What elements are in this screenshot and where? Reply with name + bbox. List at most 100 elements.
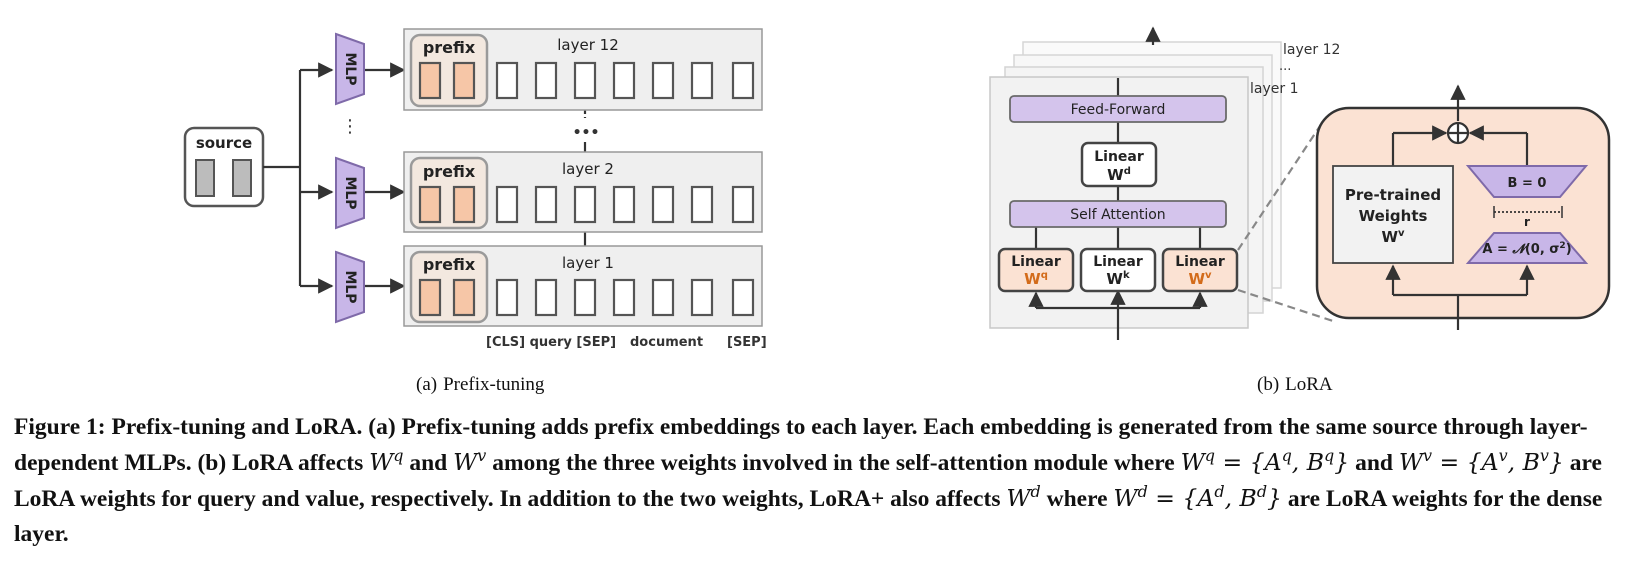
mlp-label: MLP <box>342 176 358 209</box>
svg-text:A = 𝓝(0, σ2): A = 𝓝(0, σ2) <box>1482 241 1571 257</box>
caption-text: and <box>1349 450 1399 476</box>
caption-math: Wd = {Ad, Bd} <box>1113 482 1282 512</box>
pretrained-label-1: Pre-trained <box>1345 186 1441 204</box>
caption-math: Wq <box>369 446 404 476</box>
layer-label: layer 12 <box>557 36 619 54</box>
b-matrix-block: B = 0 <box>1465 165 1589 198</box>
linear-wq-block: Linear Wq <box>997 247 1075 293</box>
layer-dots: ••• <box>573 125 600 141</box>
caption-text: where <box>1040 486 1114 512</box>
feed-forward-block: Feed-Forward <box>1009 95 1227 123</box>
sequence-token <box>651 185 675 224</box>
svg-text:Wq: Wq <box>1024 270 1048 288</box>
pretrained-weights-block: Pre-trained Weights Wv <box>1332 165 1454 264</box>
layer-1-row: layer 1 prefix <box>403 245 763 327</box>
sequence-token <box>651 61 675 100</box>
prefix-tuning-diagram: source MLP ⋮ MLP <box>183 28 767 350</box>
self-attention-label: Self Attention <box>1070 207 1165 223</box>
figure-caption: Figure 1: Prefix-tuning and LoRA. (a) Pr… <box>14 410 1634 552</box>
prefix-token <box>418 278 442 317</box>
lora-connectors <box>1028 26 1208 340</box>
w-base: W <box>1106 270 1123 288</box>
linear-label: Linear <box>1175 254 1225 270</box>
sequence-token <box>612 278 636 317</box>
a-label-prefix: A = <box>1482 242 1512 257</box>
b-label: B = 0 <box>1508 176 1547 191</box>
a-matrix-block: A = 𝓝(0, σ2) <box>1465 232 1589 264</box>
subcaption-b: (b)LoRA <box>1257 374 1333 396</box>
sequence-token <box>651 278 675 317</box>
sequence-token <box>573 185 597 224</box>
w-sup-v: v <box>1205 270 1212 281</box>
w-base: W <box>1188 270 1205 288</box>
token-label-sep: [SEP] <box>727 335 767 350</box>
a-label-close: ) <box>1566 242 1572 257</box>
sequence-token <box>731 278 755 317</box>
mlp-vdots: ⋮ <box>341 116 359 137</box>
prefix-label: prefix <box>423 38 476 57</box>
zoom-line-bottom <box>1237 288 1337 324</box>
linear-label: Linear <box>1093 254 1143 270</box>
prefix-token <box>418 61 442 100</box>
caption-math: Wq = {Aq, Bq} <box>1180 446 1350 476</box>
prefix-token <box>452 185 476 224</box>
mlp-block-bottom: MLP <box>335 250 365 324</box>
sequence-token <box>690 185 714 224</box>
self-attention-block: Self Attention <box>1009 200 1227 228</box>
sequence-token <box>612 61 636 100</box>
w-base: W <box>1381 228 1398 246</box>
sequence-token <box>612 185 636 224</box>
stack-label-top: layer 12 <box>1283 42 1340 58</box>
subcaption-a-label: (a) <box>416 374 438 395</box>
caption-text: Figure 1: Prefix-tuning and LoRA. (a) Pr… <box>14 414 1588 476</box>
prefix-token <box>452 278 476 317</box>
w-sup-q: q <box>1041 270 1048 281</box>
lora-diagram: layer 12 ... layer 1 Feed-Forward Linear <box>989 26 1611 340</box>
linear-wv-block: Linear Wv <box>1161 247 1239 293</box>
token-label-query: [CLS] query [SEP] <box>486 335 616 350</box>
source-label: source <box>196 134 252 152</box>
mlp-label: MLP <box>342 52 358 85</box>
w-sup-d: d <box>1124 166 1131 177</box>
svg-text:Wv: Wv <box>1381 228 1405 246</box>
linear-wk-block: Linear Wk <box>1079 247 1157 293</box>
lora-detail-panel: Pre-trained Weights Wv B = 0 r A = 𝓝(0, … <box>1315 84 1611 330</box>
rank-label: r <box>1524 215 1530 229</box>
layer-12-row: layer 12 prefix <box>403 28 763 111</box>
sequence-token <box>690 278 714 317</box>
token-label-document: document <box>630 335 703 350</box>
prefix-token <box>452 61 476 100</box>
sequence-token <box>573 61 597 100</box>
sequence-token <box>573 278 597 317</box>
sequence-token <box>731 185 755 224</box>
caption-text: are LoRA weights for query and value, re… <box>14 450 1602 512</box>
layer-label: layer 2 <box>562 160 614 178</box>
prefix-token <box>418 185 442 224</box>
sequence-token <box>731 61 755 100</box>
stack-label-dots: ... <box>1279 59 1291 74</box>
layer-2-row: layer 2 prefix <box>403 151 763 233</box>
caption-math: Wv = {Av, Bv} <box>1398 446 1564 476</box>
figure-diagram: source MLP ⋮ MLP <box>183 26 1611 350</box>
a-label-sup: 2 <box>1559 241 1565 251</box>
feed-forward-label: Feed-Forward <box>1071 102 1166 118</box>
layer-label: layer 1 <box>562 254 614 272</box>
subcaption-b-text: LoRA <box>1285 374 1333 395</box>
sequence-token <box>534 185 558 224</box>
caption-text: are LoRA weights for the dense layer. <box>14 486 1603 547</box>
linear-label: Linear <box>1011 254 1061 270</box>
w-sup-v: v <box>1398 228 1405 239</box>
linear-wd-block: Linear Wd <box>1080 141 1158 188</box>
sequence-token <box>534 61 558 100</box>
linear-label: Linear <box>1094 149 1144 165</box>
caption-math: Wv <box>453 446 487 476</box>
sequence-token <box>495 61 519 100</box>
source-connectors <box>263 62 587 294</box>
svg-text:Wk: Wk <box>1106 270 1130 288</box>
source-block: source <box>183 126 265 208</box>
svg-text:Wv: Wv <box>1188 270 1212 288</box>
a-label-args: (0, σ <box>1525 242 1560 257</box>
caption-text: and <box>403 450 454 476</box>
sequence-token <box>495 278 519 317</box>
mlp-block-mid: MLP <box>335 156 365 230</box>
